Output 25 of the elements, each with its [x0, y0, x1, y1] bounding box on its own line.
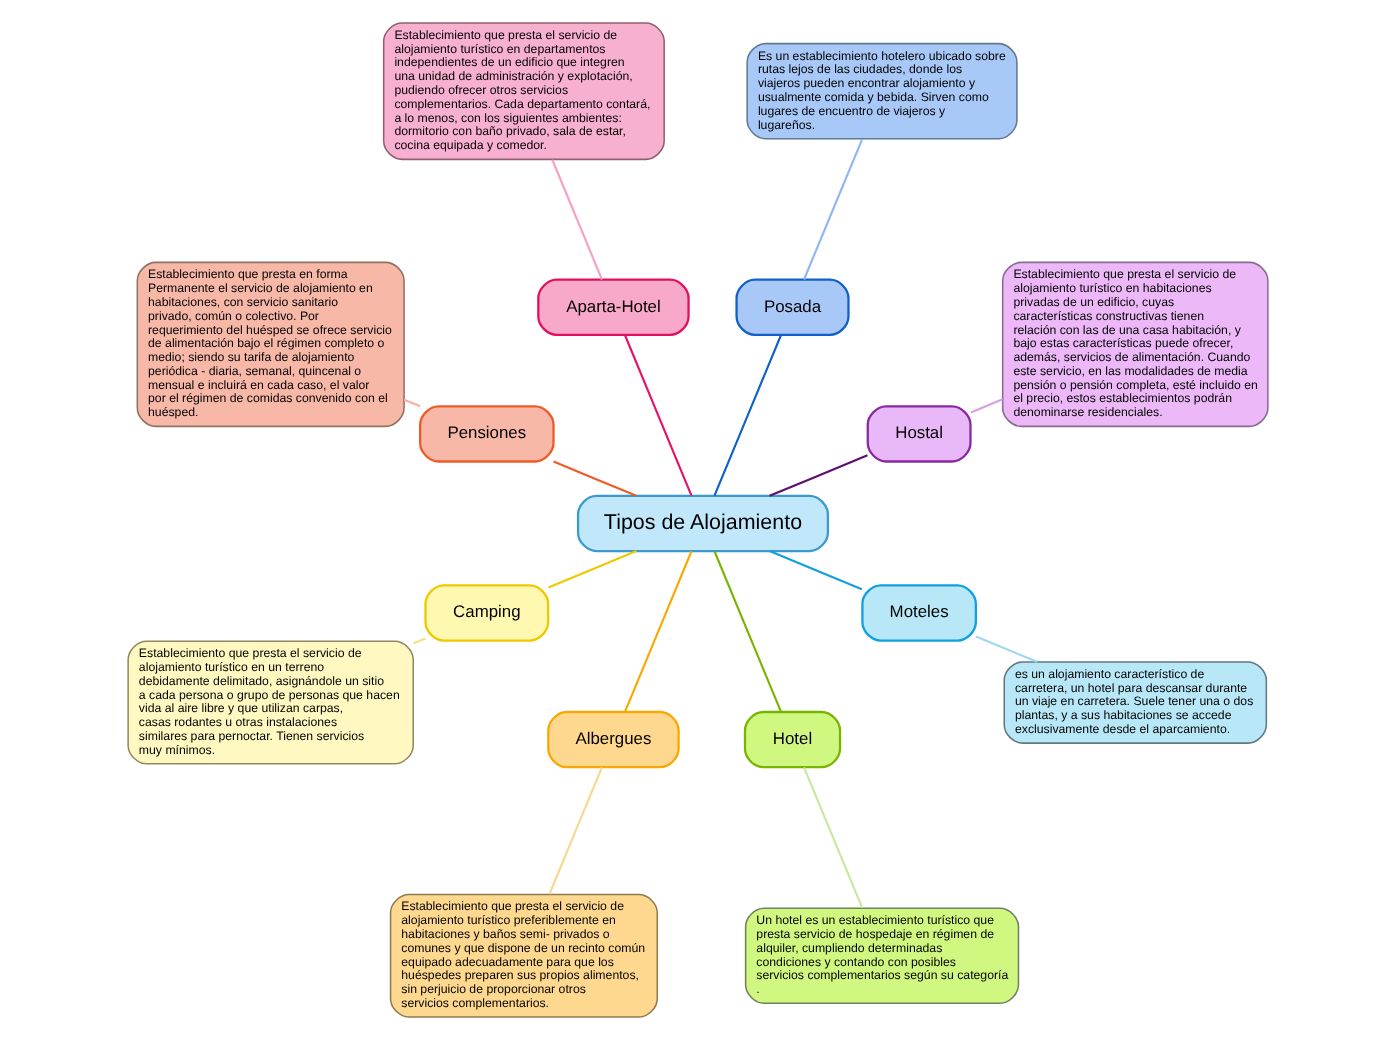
connector [712, 550, 782, 713]
connector [969, 398, 1002, 414]
connector [412, 637, 425, 645]
connector [547, 550, 636, 589]
connector [802, 138, 863, 280]
node-box: Camping [423, 584, 549, 642]
connector [402, 398, 420, 408]
connector [622, 550, 692, 713]
node-box: Tipos de Alojamiento [575, 494, 829, 553]
node-box: Moteles [860, 584, 976, 642]
node-box: Posada [734, 278, 849, 337]
node-box: Hostal [865, 405, 971, 463]
connector [547, 767, 602, 895]
connector [552, 460, 636, 497]
node-box: Pensiones [418, 405, 554, 463]
node-box: Hotel [742, 710, 841, 769]
connector [622, 334, 692, 497]
connector [712, 334, 782, 497]
connector [768, 454, 867, 497]
connector [802, 767, 863, 909]
connector [974, 635, 1037, 663]
connector [768, 550, 862, 591]
node-box: Aparta-Hotel [536, 278, 689, 337]
node-box: Albergues [546, 710, 679, 769]
connector [550, 159, 602, 280]
